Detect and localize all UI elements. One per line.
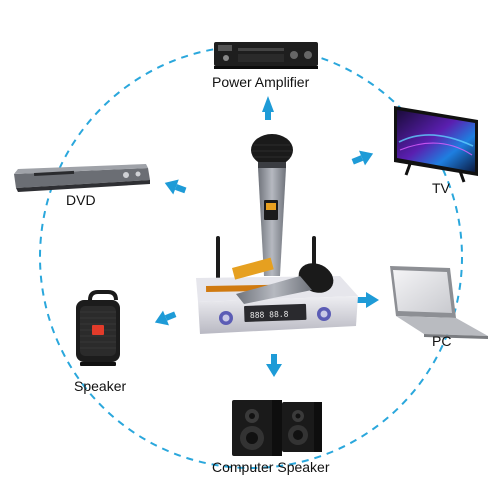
amplifier-icon — [214, 42, 318, 69]
arrow-to-power-amplifier-shaft — [265, 112, 271, 120]
label-speaker: Speaker — [74, 378, 127, 394]
label-power-amplifier: Power Amplifier — [212, 74, 310, 90]
arrow-to-tv — [351, 150, 374, 166]
label-pc: PC — [432, 333, 452, 349]
antenna-left-icon — [216, 236, 220, 280]
bookshelf-speakers-icon — [232, 400, 322, 456]
microphone-tall-icon — [251, 134, 293, 276]
dvd-player-icon — [14, 164, 150, 192]
wireless-microphone-system: 888 88.8 — [196, 134, 358, 334]
arrow-to-pc — [356, 292, 379, 308]
label-dvd: DVD — [66, 192, 96, 208]
microphone-angled-icon — [232, 257, 334, 304]
label-tv: TV — [432, 180, 450, 196]
laptop-icon — [390, 266, 488, 339]
portable-speaker-icon — [76, 290, 120, 366]
arrow-to-speaker — [154, 310, 177, 326]
tv-icon — [394, 106, 478, 183]
arrow-to-computer-speaker — [266, 354, 282, 377]
label-computer-speaker: Computer Speaker — [212, 459, 330, 475]
receiver-display: 888 88.8 — [250, 310, 289, 320]
arrow-to-power-amplifier — [262, 96, 274, 112]
arrow-to-dvd — [164, 179, 187, 195]
